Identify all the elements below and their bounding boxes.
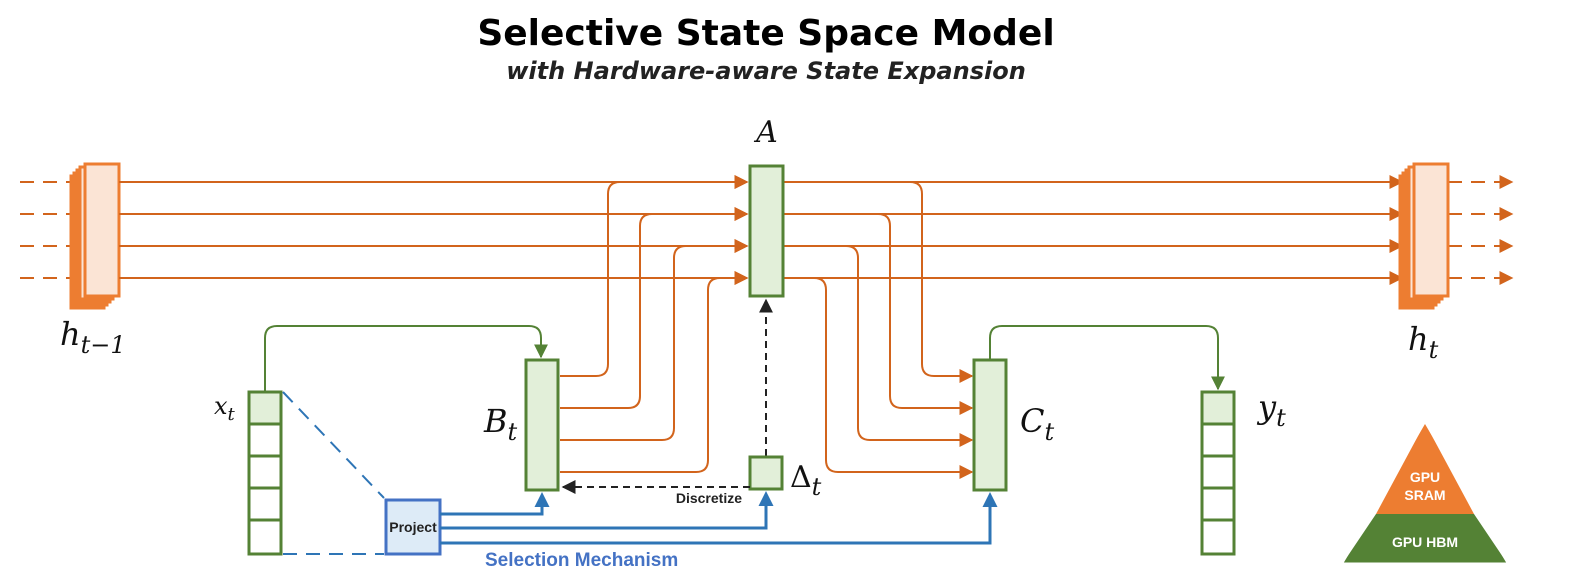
state-prev-block (69, 162, 121, 310)
diagram-subtitle: with Hardware-aware State Expansion (506, 57, 1026, 85)
diagram-title: Selective State Space Model (477, 13, 1054, 54)
b-to-a-lines (560, 175, 749, 473)
h-next-label: ht (1408, 320, 1439, 364)
x-vector (247, 390, 283, 556)
a-label: A (753, 115, 778, 150)
discretize-label: Discretize (676, 490, 742, 506)
projection-line-top (282, 391, 385, 499)
gpu-memory-pyramid: GPU SRAM GPU HBM (1342, 422, 1508, 564)
state-next-block (1398, 162, 1450, 310)
a-to-c-lines (783, 181, 974, 479)
b-label: Bt (483, 402, 518, 446)
selection-mechanism-label: Selection Mechanism (485, 550, 678, 571)
y-vector (1200, 390, 1236, 556)
gpu-hbm-label: GPU HBM (1392, 534, 1458, 550)
gpu-sram-label-line1: GPU (1410, 469, 1440, 485)
gpu-hbm-region (1343, 514, 1507, 563)
selection-arrows (440, 491, 998, 545)
gpu-sram-region (1376, 423, 1474, 514)
h-prev-label: ht−1 (60, 315, 126, 359)
delta-label: Δt (790, 460, 822, 501)
delta-box (748, 455, 784, 491)
y-label: yt (1256, 388, 1286, 432)
c-matrix-box (972, 358, 1008, 492)
c-label: Ct (1020, 402, 1054, 446)
b-matrix-box (524, 358, 560, 492)
outgoing-state-arrows (1448, 175, 1514, 285)
x-to-b-arrow (264, 325, 548, 392)
c-to-y-arrow (989, 325, 1225, 391)
gpu-sram-label-line2: SRAM (1404, 487, 1445, 503)
project-box (384, 498, 442, 556)
x-label: xt (214, 392, 236, 425)
state-through-lines (119, 175, 1404, 285)
a-matrix-box (748, 164, 785, 298)
project-label: Project (389, 519, 437, 535)
